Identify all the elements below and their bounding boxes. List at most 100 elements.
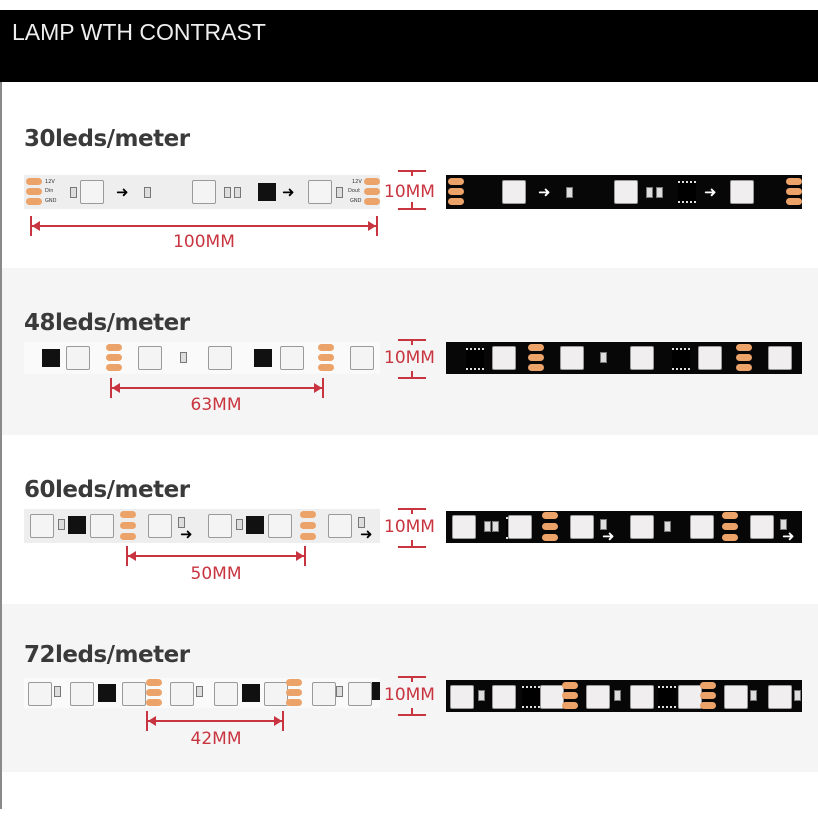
solder-pad [286, 699, 302, 706]
strip-light-30: 12V Din GND ➜ ➜ 12V Dout GND [24, 175, 380, 209]
resistor [656, 187, 663, 198]
resistor [180, 352, 187, 363]
resistor [750, 690, 757, 701]
resistor [70, 187, 77, 198]
solder-pad [120, 511, 136, 518]
solder-pad [448, 178, 464, 185]
solder-pad [26, 178, 42, 185]
ic-chip [242, 684, 260, 702]
led-chip [208, 346, 232, 370]
resistor [234, 187, 241, 198]
solder-pad [318, 364, 334, 371]
resistor [54, 686, 61, 697]
resistor [646, 187, 653, 198]
section-60leds: 60leds/meter ➜ ➜ 50MM 10MM [2, 435, 818, 604]
arrow-right-icon: ➜ [782, 527, 795, 544]
led-chip [630, 515, 654, 539]
led-chip [502, 180, 526, 204]
width-label: 10MM [384, 517, 435, 537]
pitch-dimension [110, 378, 324, 398]
solder-pad [448, 188, 464, 195]
width-label: 10MM [384, 685, 435, 705]
resistor [358, 517, 365, 528]
width-marker [392, 339, 432, 379]
pitch-label: 63MM [190, 395, 242, 415]
section-title: 30leds/meter [24, 126, 190, 152]
led-chip [348, 682, 372, 706]
arrow-right-icon: ➜ [360, 525, 373, 543]
resistor [614, 690, 621, 701]
resistor [336, 686, 343, 697]
led-chip [730, 180, 754, 204]
solder-pad [146, 699, 162, 706]
solder-pad [106, 364, 122, 371]
ic-chip [254, 349, 272, 367]
pitch-label: 42MM [190, 729, 242, 749]
solder-pad [120, 533, 136, 540]
section-30leds: 30leds/meter 12V Din GND ➜ ➜ 12V Dout GN… [2, 82, 818, 268]
resistor [478, 690, 485, 701]
solder-pad [528, 354, 544, 361]
led-chip [768, 685, 792, 709]
width-label: 10MM [384, 182, 435, 202]
pitch-dimension [126, 546, 306, 566]
led-chip [750, 515, 774, 539]
solder-pad [736, 364, 752, 371]
solder-pad [106, 344, 122, 351]
led-chip [192, 180, 216, 204]
led-chip [28, 682, 52, 706]
solder-pad [722, 523, 738, 530]
pitch-dimension [146, 711, 284, 731]
pad-label: GND [350, 198, 362, 204]
solder-pad [448, 198, 464, 205]
led-chip [280, 346, 304, 370]
strip-dark-48 [446, 342, 802, 374]
led-chip [450, 685, 474, 709]
arrow-right-icon: ➜ [116, 183, 129, 201]
solder-pad [736, 344, 752, 351]
arrow-right-icon: ➜ [602, 527, 615, 544]
led-chip [208, 514, 232, 538]
solder-pad [528, 344, 544, 351]
solder-pad [786, 198, 802, 205]
led-chip [698, 346, 722, 370]
strip-dark-72 [446, 680, 802, 712]
width-marker [392, 170, 432, 210]
led-chip [30, 514, 54, 538]
led-chip [268, 514, 292, 538]
section-72leds: 72leds/meter 42MM 10MM [2, 604, 818, 772]
arrow-right-icon: ➜ [538, 183, 551, 201]
ic-chip [68, 516, 86, 534]
ic-chip [522, 686, 540, 708]
led-chip [724, 685, 748, 709]
solder-pad [26, 198, 42, 205]
led-chip [570, 515, 594, 539]
width-marker [392, 508, 432, 548]
solder-pad [364, 188, 380, 195]
led-chip [586, 685, 610, 709]
solder-pad [286, 679, 302, 686]
solder-pad [700, 682, 716, 689]
led-chip [66, 346, 90, 370]
pad-label: GND [45, 198, 57, 204]
ic-chip [678, 181, 696, 203]
solder-pad [562, 692, 578, 699]
pitch-dimension [30, 216, 378, 236]
ic-chip [372, 682, 380, 700]
led-chip [508, 515, 532, 539]
led-chip [264, 682, 288, 706]
led-chip [452, 515, 476, 539]
led-chip [308, 180, 332, 204]
solder-pad [542, 523, 558, 530]
solder-pad [106, 354, 122, 361]
resistor [664, 521, 671, 532]
led-chip [138, 346, 162, 370]
ic-chip [42, 349, 60, 367]
led-chip [350, 346, 374, 370]
led-chip [312, 682, 336, 706]
solder-pad [146, 689, 162, 696]
width-label: 10MM [384, 348, 435, 368]
pad-label: Dout [348, 188, 361, 194]
section-title: 48leds/meter [24, 310, 190, 336]
pad-label: 12V [45, 179, 55, 185]
